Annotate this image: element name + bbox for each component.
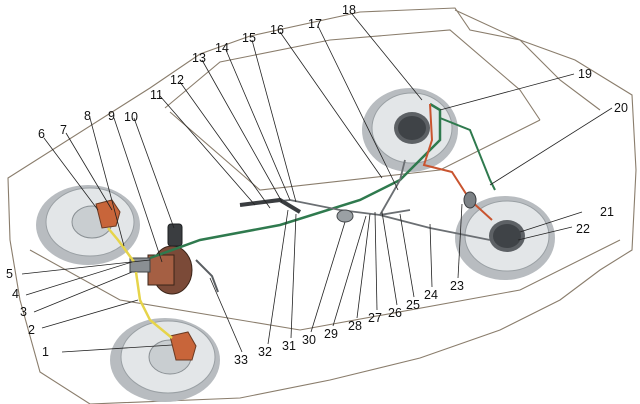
callout-20: 20 bbox=[614, 101, 628, 115]
callout-24: 24 bbox=[424, 288, 438, 302]
callout-4: 4 bbox=[12, 287, 19, 301]
callout-14: 14 bbox=[215, 41, 229, 55]
callout-3: 3 bbox=[20, 305, 27, 319]
callout-33: 33 bbox=[234, 353, 248, 367]
callout-10: 10 bbox=[124, 110, 138, 124]
callout-29: 29 bbox=[324, 327, 338, 341]
callout-5: 5 bbox=[6, 267, 13, 281]
parking-brake-lever bbox=[239, 197, 302, 214]
callout-32: 32 bbox=[258, 345, 272, 359]
brake-pedal bbox=[195, 259, 219, 293]
callout-1: 1 bbox=[42, 345, 49, 359]
regulator bbox=[463, 191, 477, 209]
callout-17: 17 bbox=[308, 17, 322, 31]
car-body bbox=[7, 7, 637, 404]
front-right-wheel bbox=[110, 318, 220, 402]
fluid-reservoir bbox=[167, 223, 183, 247]
callout-21: 21 bbox=[600, 205, 614, 219]
front-right-brake-line bbox=[134, 271, 173, 339]
callout-6: 6 bbox=[38, 127, 45, 141]
front-left-brake-line bbox=[107, 227, 136, 263]
rear-left-drum bbox=[398, 116, 426, 140]
front-right-caliper bbox=[169, 331, 197, 361]
callout-8: 8 bbox=[84, 109, 91, 123]
door-line bbox=[169, 111, 541, 191]
rear-right-drum bbox=[493, 224, 521, 248]
callout-11: 11 bbox=[150, 88, 163, 102]
callout-25: 25 bbox=[406, 298, 420, 312]
callout-9: 9 bbox=[108, 109, 115, 123]
callout-27: 27 bbox=[368, 311, 382, 325]
callout-18: 18 bbox=[342, 3, 356, 17]
callout-16: 16 bbox=[270, 23, 284, 37]
parking-brake-cable-left bbox=[379, 159, 406, 216]
callout-30: 30 bbox=[302, 333, 316, 347]
callout-19: 19 bbox=[578, 67, 592, 81]
callout-numbers: 1 2 3 4 5 6 7 8 9 10 11 12 13 14 15 16 1… bbox=[6, 3, 628, 367]
leader-lines bbox=[21, 13, 613, 353]
callout-12: 12 bbox=[170, 73, 184, 87]
callout-13: 13 bbox=[192, 51, 206, 65]
callout-28: 28 bbox=[348, 319, 362, 333]
window-line bbox=[164, 29, 541, 121]
equalizer bbox=[336, 209, 354, 223]
callout-31: 31 bbox=[282, 339, 296, 353]
callout-22: 22 bbox=[576, 222, 590, 236]
callout-23: 23 bbox=[450, 279, 464, 293]
callout-7: 7 bbox=[60, 123, 67, 137]
callout-26: 26 bbox=[388, 306, 402, 320]
callout-2: 2 bbox=[28, 323, 35, 337]
brake-booster bbox=[147, 245, 193, 295]
sill-line bbox=[29, 239, 621, 331]
rear-window-line bbox=[454, 9, 601, 111]
callout-15: 15 bbox=[242, 31, 256, 45]
rear-brake-line-main bbox=[149, 102, 442, 260]
rear-brake-line-cross bbox=[439, 117, 496, 191]
